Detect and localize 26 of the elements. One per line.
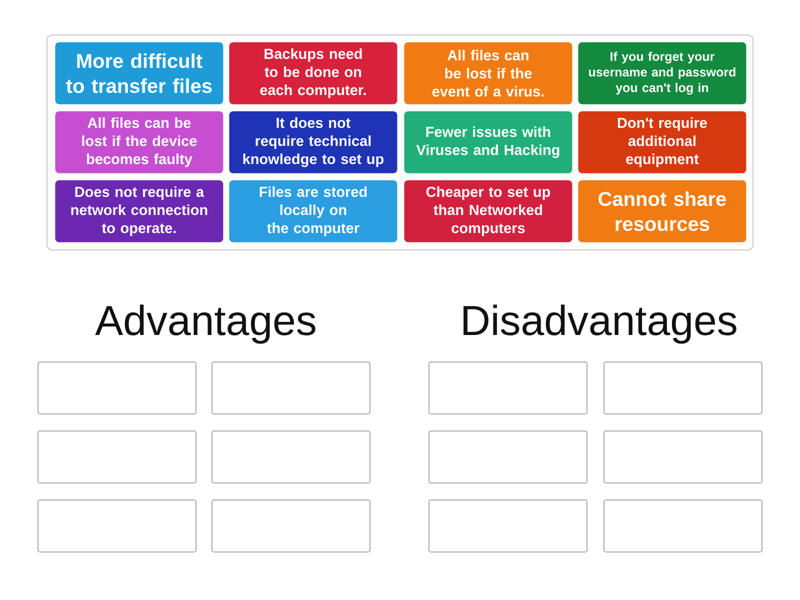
answer-box xyxy=(212,430,370,484)
text-tile: Cannot share resources xyxy=(578,180,746,242)
text-tile: Files are stored locally on the computer xyxy=(229,180,398,242)
text-tile: More difficult to transfer files xyxy=(55,42,224,104)
text-tile: If you forget your username and password you can't log in xyxy=(578,42,746,104)
answer-box xyxy=(212,362,370,414)
answer-box xyxy=(212,500,370,552)
answer-box xyxy=(604,500,762,552)
answer-box xyxy=(604,362,762,414)
column-heading: Disadvantages xyxy=(464,304,736,344)
column-heading: Advantages xyxy=(95,304,316,344)
text-tile: Fewer issues with Viruses and Hacking xyxy=(404,111,572,174)
text-tile: Cheaper to set up than Networked computers xyxy=(404,180,572,242)
text-tile: Does not require a network connection to operate. xyxy=(55,180,224,242)
answer-box xyxy=(428,362,588,414)
text-tile: All files can be lost if the device becomes faulty xyxy=(55,111,224,174)
answer-box xyxy=(38,500,196,552)
text-tile: Don't require additional equipment xyxy=(578,111,746,174)
text-tile: All files can be lost if the event of a virus. xyxy=(404,42,572,104)
answer-box xyxy=(38,430,196,484)
text-tile: It does not require technical knowledge to set up xyxy=(229,111,398,174)
answer-box xyxy=(428,500,588,552)
answer-box xyxy=(428,430,588,484)
text-tile: Backups need to be done on each computer. xyxy=(229,42,398,104)
answer-box xyxy=(604,430,762,484)
answer-box xyxy=(38,362,196,414)
